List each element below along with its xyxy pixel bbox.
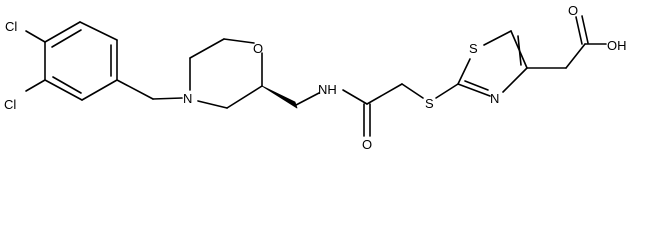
- morpholine-nitrogen-label: N: [183, 91, 192, 106]
- chlorine-upper-label: Cl: [5, 19, 17, 34]
- c-cl-bond-upper: [25, 30, 46, 43]
- acid-double-bond-1: [575, 16, 583, 45]
- benzyl-bond-1: [116, 79, 154, 100]
- ch2-nh-bond: [295, 92, 320, 106]
- thiazole-sulfur-label: S: [469, 41, 478, 56]
- wedge-bond: [261, 85, 298, 109]
- thiazole-nitrogen-label: N: [490, 91, 499, 106]
- chlorine-lower-label: Cl: [4, 97, 16, 112]
- acid-oxygen-label: O: [568, 3, 578, 18]
- nh-co-bond: [342, 89, 368, 105]
- chemical-structure: Cl Cl N O NH O S S N O OH: [4, 3, 627, 152]
- c-cl-bond-lower: [25, 79, 46, 92]
- ch2-acid-bond: [565, 43, 586, 69]
- amide-nh-label: NH: [318, 82, 337, 97]
- acid-hydroxyl-label: OH: [607, 38, 627, 53]
- morpholine-ring: [189, 38, 263, 109]
- benzene-ring: [44, 21, 118, 101]
- acid-double-bond-2: [581, 15, 589, 44]
- structure-canvas: Cl Cl N O NH O S S N O OH: [4, 3, 627, 152]
- co-ch2-bond: [366, 83, 403, 105]
- ch2-s-bond: [401, 83, 424, 99]
- morpholine-oxygen-label: O: [253, 41, 263, 56]
- thioether-sulfur-label: S: [425, 96, 434, 111]
- benzyl-bond-2: [152, 97, 183, 100]
- carbonyl-oxygen-label: O: [362, 137, 372, 152]
- thiazole-ring: [457, 30, 528, 97]
- s-thiazole-bond: [435, 83, 459, 99]
